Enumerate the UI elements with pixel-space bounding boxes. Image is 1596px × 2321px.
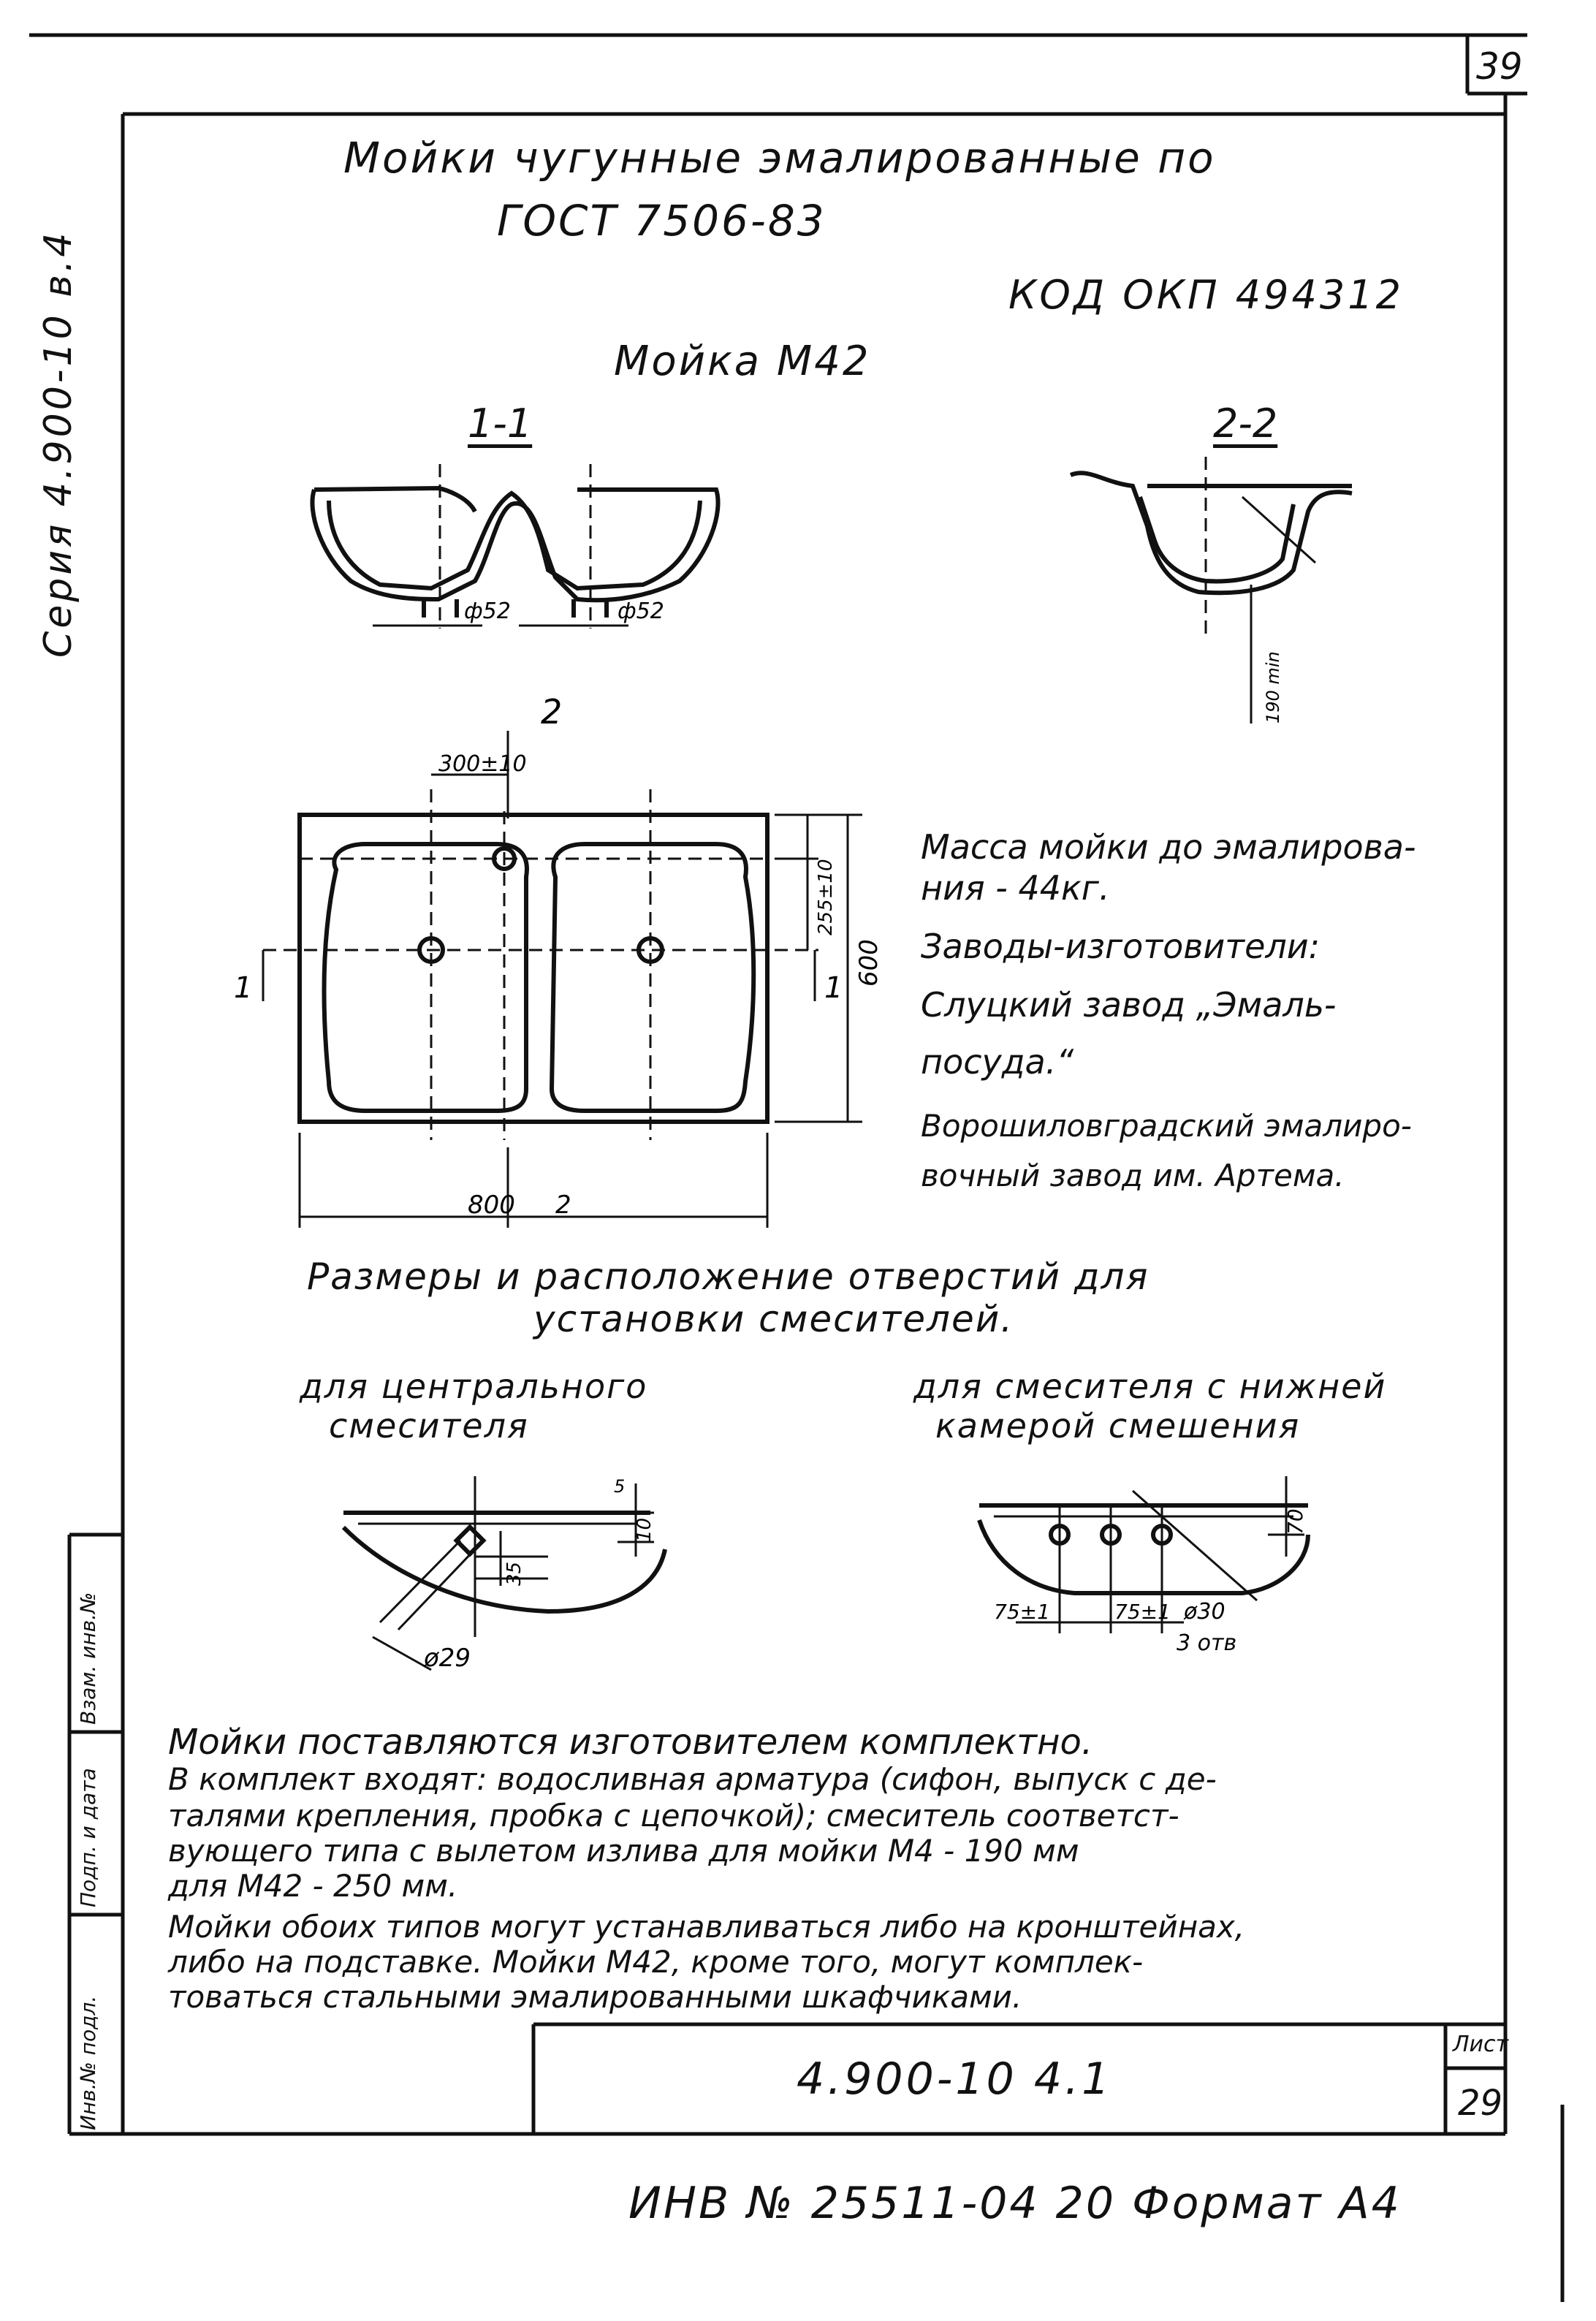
drain-diam-right: ф52 (618, 599, 664, 624)
bottom-mixer-caption-2: камерой смешения (935, 1406, 1301, 1446)
side-label-original: Инв.№ подл. (76, 1995, 100, 2130)
factory-line-4: вочный завод им. Артема. (921, 1158, 1345, 1193)
central-dim-top: 5 (614, 1476, 625, 1497)
bottom-mixer-caption-1: для смесителя с нижней (913, 1367, 1387, 1406)
stamp-doc-number: 4.900-10 4.1 (797, 2054, 1113, 2105)
section-1-label: 1-1 (468, 400, 533, 447)
central-mixer-caption-2: смесителя (329, 1406, 529, 1446)
note-line-6: Мойки обоих типов могут устанавливаться … (168, 1909, 1245, 1945)
factory-line-1: Слуцкий завод „Эмаль- (921, 985, 1337, 1025)
section-mark-top: 2 (541, 692, 562, 732)
bottom-dim-d1: 70 (1283, 1508, 1307, 1535)
section-mark-bottom: 2 (555, 1190, 571, 1220)
mass-note-1: Масса мойки до эмалирова- (921, 827, 1416, 867)
plan-view-drawing: 300±10 2 255±10 600 800 2 1 1 (234, 692, 884, 1228)
length-dim: 800 (468, 1190, 515, 1220)
title-line-2: ГОСТ 7506-83 (497, 196, 826, 246)
note-line-3: талями крепления, пробка с цепочкой); см… (168, 1798, 1179, 1834)
bottom-dim-p2: 75±1 (1114, 1600, 1171, 1624)
holes-title-1: Размеры и расположение отверстий для (307, 1256, 1150, 1298)
series-label: Серия 4.900-10 в.4 (37, 229, 80, 658)
title-line-1: Мойки чугунные эмалированные по (343, 133, 1216, 183)
note-line-4: вующего типа с вылетом излива для мойки … (168, 1833, 1079, 1869)
central-mixer-drawing: 5 10 35 ø29 (341, 1476, 667, 1673)
side-label-signature: Подп. и дата (76, 1768, 100, 1907)
spacing-dim: 300±10 (438, 751, 527, 777)
note-line-2: В комплект входят: водосливная арматура … (168, 1761, 1217, 1797)
bottom-mixer-drawing: 70 75±1 75±1 ø30 3 отв (977, 1476, 1310, 1656)
holes-title-2: установки смесителей. (533, 1298, 1014, 1340)
central-mixer-caption-1: для центрального (300, 1367, 648, 1406)
note-line-1: Мойки поставляются изготовителем комплек… (168, 1722, 1093, 1763)
sheet-number-top: 39 (1476, 45, 1523, 88)
stamp-sheet-label: Лист (1453, 2032, 1509, 2057)
min-depth: 190 min (1263, 651, 1283, 723)
bottom-dim-p1: 75±1 (994, 1600, 1050, 1624)
factories-title: Заводы-изготовители: (921, 927, 1320, 966)
stamp-sheet-number: 29 (1458, 2083, 1503, 2124)
section-mark-right: 1 (824, 971, 843, 1005)
factory-line-2: посуда.“ (921, 1042, 1074, 1082)
factory-line-3: Ворошиловградский эмалиро- (921, 1108, 1412, 1144)
note-line-5: для М42 - 250 мм. (168, 1868, 458, 1904)
central-hole-diam: ø29 (423, 1644, 471, 1673)
note-line-7: либо на подставке. Мойки М42, кроме того… (168, 1944, 1144, 1980)
drain-diam-left: ф52 (464, 599, 511, 624)
mass-note-2: ния - 44кг. (921, 868, 1110, 908)
width-dim: 600 (854, 939, 884, 987)
note-line-8: товаться стальными эмалированными шкафчи… (168, 1979, 1022, 2015)
bottom-hole-diam: ø30 (1183, 1599, 1226, 1625)
sink-model: Мойка М42 (614, 338, 871, 385)
section-2-label: 2-2 (1213, 400, 1278, 447)
hole-offset-dim: 255±10 (815, 859, 837, 936)
section-2-drawing: 190 min (1069, 457, 1353, 723)
section-1-drawing: ф52 ф52 (310, 464, 721, 628)
footer-inventory: ИНВ № 25511-04 20 Формат А4 (628, 2178, 1402, 2229)
central-dim-d1: 10 (634, 1518, 656, 1542)
side-label-replace: Взам. инв.№ (76, 1592, 100, 1725)
okp-code: КОД ОКП 494312 (1008, 272, 1404, 318)
bottom-hole-count: 3 отв (1177, 1630, 1236, 1656)
central-dim-d2: 35 (503, 1562, 525, 1586)
section-mark-left: 1 (234, 971, 252, 1005)
